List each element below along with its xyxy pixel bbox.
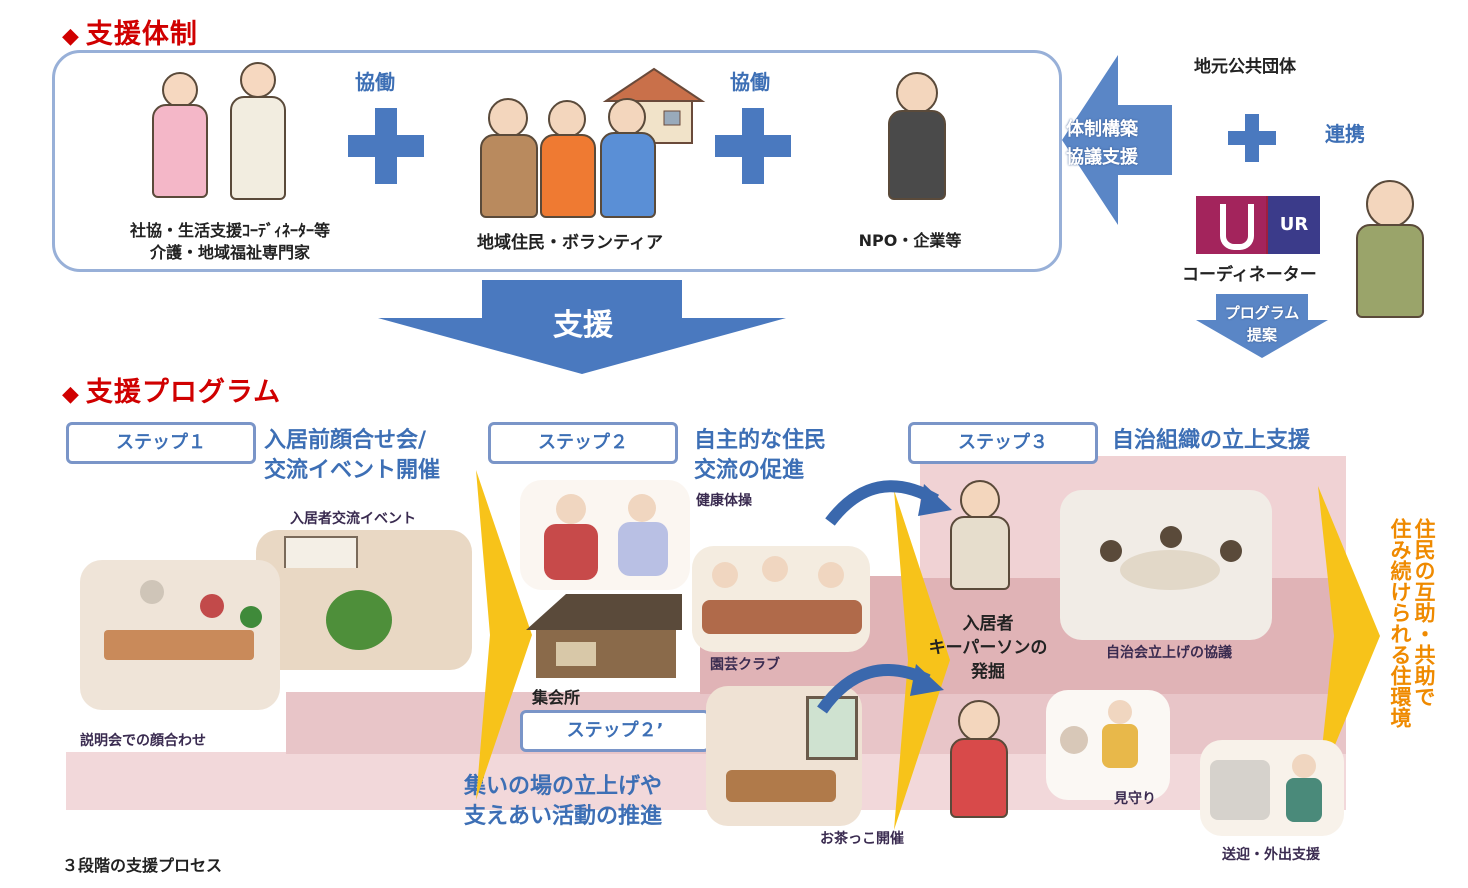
footer-caption: ３段階の支援プロセス — [62, 856, 223, 875]
community-hall-illustration — [526, 590, 682, 682]
step-2b-label: ステップ２’ — [520, 710, 710, 752]
caption-tea: お茶っこ開催 — [820, 831, 904, 847]
section-title-support-program: ◆支援プログラム — [62, 370, 281, 409]
group-label-npo: NPO・企業等 — [858, 231, 962, 250]
ur-logo-text: UR — [1268, 196, 1320, 254]
down-arrow-shape — [1196, 294, 1328, 358]
tea-gathering-illustration — [706, 686, 862, 826]
watching-illustration — [1046, 690, 1170, 800]
step-heading-line: 入居前顔合せ会/ — [264, 428, 427, 453]
caption-line: 発掘 — [971, 662, 1005, 682]
step-2b-heading: 集いの場の立上げや 支えあい活動の推進 — [464, 772, 662, 832]
volunteer-illustration — [948, 700, 1008, 818]
diamond-icon: ◆ — [62, 382, 80, 407]
collab-label-left: 協働 — [355, 70, 395, 94]
support-down-arrow — [378, 280, 786, 374]
coordinator-illustration — [1350, 180, 1430, 320]
curved-arrow-icon — [814, 654, 946, 714]
group-label-social-welfare: 社協・生活支援ｺｰﾃﾞｨﾈｰﾀｰ等 介護・地域福祉専門家 — [80, 220, 380, 264]
program-proposal-text: プログラム 提案 — [1198, 302, 1326, 346]
caption-community-hall: 集会所 — [532, 688, 581, 707]
group-label-line: 介護・地域福祉専門家 — [149, 243, 310, 262]
arrow-text-line: 協議支援 — [1066, 147, 1138, 168]
support-arrow-label: 支援 — [553, 308, 613, 343]
plus-icon — [348, 108, 424, 184]
step-heading-line: 交流イベント開催 — [264, 458, 441, 483]
plus-icon — [1228, 114, 1276, 162]
arrow-text-line: 体制構築 — [1066, 119, 1138, 140]
resident-illustration — [478, 98, 538, 218]
health-exercise-illustration — [520, 480, 690, 590]
coordinator-label: コーディネーター — [1182, 265, 1317, 285]
ur-logo: UR — [1196, 196, 1320, 254]
final-goal-line: 住民の互助・共助で — [1412, 518, 1436, 707]
final-goal-text: 住民の互助・共助で 住み続けられる住環境 — [1388, 518, 1436, 778]
diamond-icon: ◆ — [62, 24, 80, 49]
caption-briefing: 説明会での顔合わせ — [80, 733, 206, 749]
caption-key-person: 入居者 キーパーソンの 発掘 — [918, 612, 1058, 684]
caption-health-exercise: 健康体操 — [696, 493, 752, 509]
program-proposal-line: 提案 — [1246, 326, 1277, 344]
arrow-text: 体制構築 協議支援 — [1066, 116, 1138, 172]
step-2-label: ステップ２ — [488, 422, 678, 464]
step-heading-line: 交流の促進 — [694, 458, 805, 483]
step-2-heading: 自主的な住民 交流の促進 — [694, 426, 826, 486]
final-goal-line: 住み続けられる住環境 — [1388, 518, 1412, 728]
caption-line: キーパーソンの — [928, 638, 1048, 658]
step-3-label: ステップ３ — [908, 422, 1098, 464]
staff-man-illustration — [228, 62, 288, 202]
step-1-heading: 入居前顔合せ会/ 交流イベント開催 — [264, 426, 440, 486]
resident-illustration — [598, 98, 656, 218]
caption-exchange-event: 入居者交流イベント — [290, 511, 416, 527]
chevron-right-icon — [476, 470, 532, 800]
step-heading-line: 自主的な住民 — [694, 428, 827, 453]
key-person-illustration — [946, 480, 1010, 590]
step-heading-line: 集いの場の立上げや — [464, 774, 663, 799]
transport-support-illustration — [1200, 740, 1344, 836]
step-heading-line: 自治組織の立上支援 — [1112, 428, 1311, 453]
chevron-right-icon — [894, 490, 950, 830]
caption-transport: 送迎・外出支援 — [1222, 847, 1320, 863]
step-heading-line: 支えあい活動の推進 — [464, 804, 663, 829]
staff-woman-illustration — [150, 72, 210, 202]
curved-arrow-icon — [824, 470, 954, 530]
program-proposal-line: プログラム — [1224, 304, 1300, 322]
caption-council: 自治会立上げの協議 — [1106, 645, 1232, 661]
group-label-residents: 地域住民・ボランティア — [477, 233, 663, 253]
briefing-session-illustration — [80, 560, 280, 710]
caption-watching: 見守り — [1114, 791, 1156, 807]
exchange-event-illustration — [256, 530, 472, 670]
council-meeting-illustration — [1060, 490, 1272, 640]
collab-label-right: 協働 — [730, 70, 770, 94]
step-1-label: ステップ１ — [66, 422, 256, 464]
section-title-text: 支援体制 — [85, 19, 198, 50]
caption-line: 入居者 — [962, 614, 1014, 634]
resident-illustration — [538, 100, 596, 218]
chevron-right-icon — [1318, 486, 1380, 786]
gardening-club-illustration — [692, 546, 870, 652]
plus-icon — [715, 108, 791, 184]
step-3-heading: 自治組織の立上支援 — [1112, 426, 1310, 456]
renkei-label: 連携 — [1325, 122, 1365, 146]
caption-gardening-club: 園芸クラブ — [710, 657, 780, 673]
left-arrow-shape — [1062, 55, 1172, 225]
section-title-support-structure: ◆支援体制 — [62, 12, 198, 51]
group-label-line: 社協・生活支援ｺｰﾃﾞｨﾈｰﾀｰ等 — [129, 221, 330, 240]
section-title-text: 支援プログラム — [85, 377, 282, 408]
local-government-label: 地元公共団体 — [1194, 57, 1296, 77]
businessman-illustration — [884, 72, 948, 202]
